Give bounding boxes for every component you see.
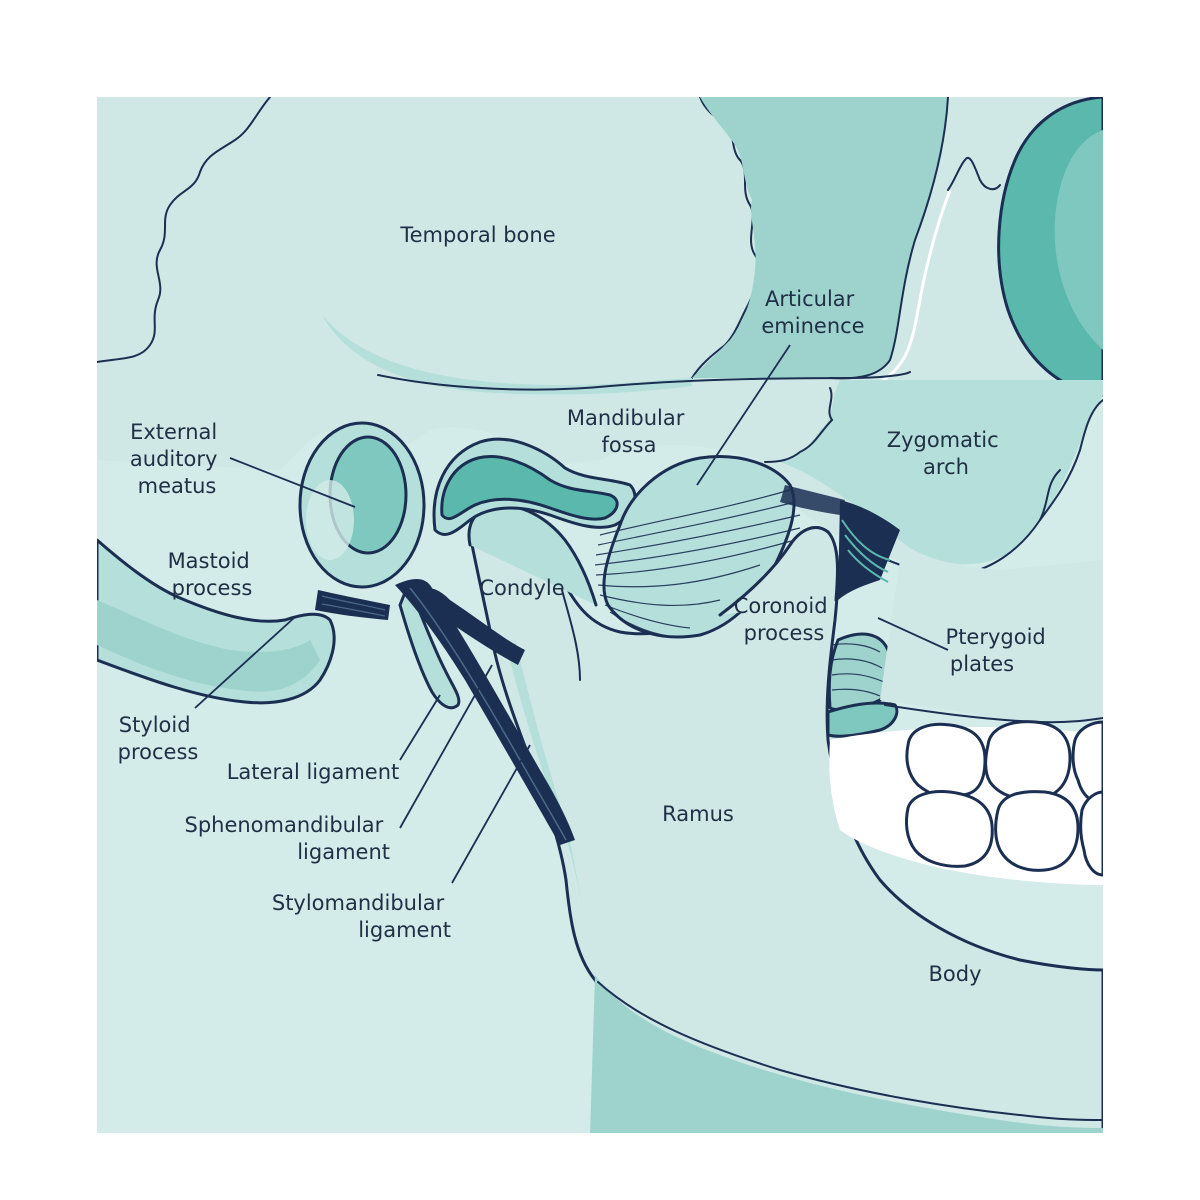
- ramus-inner-line: [561, 589, 581, 681]
- eminence-ligament-band: [780, 485, 845, 515]
- leader-external-auditory-meatus: [229, 457, 356, 508]
- zygomatic-arch-outline: [764, 387, 834, 463]
- sphenoid-outline: [829, 97, 949, 380]
- zygomatic-arch-edge: [780, 380, 1103, 565]
- pterygoid-fibers: [831, 643, 885, 697]
- label-condyle: Condyle: [479, 576, 564, 600]
- label-styloid-process: Styloid process: [118, 713, 199, 764]
- leader-articular-eminence: [696, 344, 791, 486]
- zygomatic-ligament-fibers: [838, 500, 900, 600]
- label-temporal-bone: Temporal bone: [399, 223, 555, 247]
- lateral-ligament-fibers: [594, 489, 801, 637]
- teeth: [829, 720, 1103, 885]
- leader-lines: [194, 344, 949, 884]
- label-lateral-ligament: Lateral ligament: [227, 760, 400, 784]
- pterygoid-plates: [827, 632, 893, 712]
- temporal-squama-suture: [97, 97, 271, 363]
- maxilla: [880, 560, 1103, 721]
- label-articular-eminence: Articular eminence: [761, 287, 864, 338]
- zygomatic-suture-lower: [1039, 469, 1061, 521]
- label-stylomandibular-ligament: Stylomandibular ligament: [272, 891, 451, 942]
- leader-lateral-ligament: [399, 694, 441, 761]
- label-coronoid-process: Coronoid process: [734, 594, 835, 645]
- label-ramus: Ramus: [662, 802, 734, 826]
- meatus-shine: [306, 480, 354, 560]
- label-mandibular-fossa: Mandibular fossa: [567, 406, 691, 457]
- labels: Temporal bone Articular eminence Mandibu…: [118, 223, 1053, 986]
- temporal-line-upper: [322, 315, 692, 395]
- label-mastoid-process: Mastoid process: [168, 549, 257, 600]
- illustration: [97, 97, 1103, 1133]
- mastoid-highlight: [97, 600, 320, 692]
- coronoid-process: [718, 526, 839, 617]
- temporal-line: [377, 371, 911, 391]
- pterygoid-lower: [826, 701, 899, 738]
- stylomandibular-ligament-highlight: [409, 587, 567, 841]
- label-pterygoid-plates: Pterygoid plates: [946, 625, 1053, 676]
- leader-pterygoid-plates: [877, 617, 949, 651]
- styloid-process: [398, 583, 461, 710]
- leader-sphenomandibular-ligament: [399, 664, 493, 829]
- sphenomandibular-ligament-band: [420, 588, 525, 665]
- label-zygomatic-arch: Zygomatic arch: [887, 428, 1006, 479]
- mandible-lower-shade: [590, 975, 1103, 1133]
- sphenoid-wing: [692, 97, 948, 379]
- mandible-lower-edge: [597, 981, 1103, 1121]
- articular-disc: [440, 455, 619, 521]
- label-body: Body: [928, 962, 981, 986]
- leader-stylomandibular-ligament: [451, 744, 531, 884]
- mastoid-ligament: [315, 590, 390, 620]
- label-external-auditory-meatus: External auditory meatus: [130, 420, 224, 498]
- label-sphenomandibular-ligament: Sphenomandibular ligament: [184, 813, 390, 864]
- sphenoid-highlight: [874, 189, 952, 387]
- zygoma-suture: [947, 157, 1001, 191]
- mastoid-ligament-fibers: [321, 595, 386, 617]
- leader-styloid-process: [194, 616, 296, 709]
- orbit-inner: [1054, 130, 1103, 350]
